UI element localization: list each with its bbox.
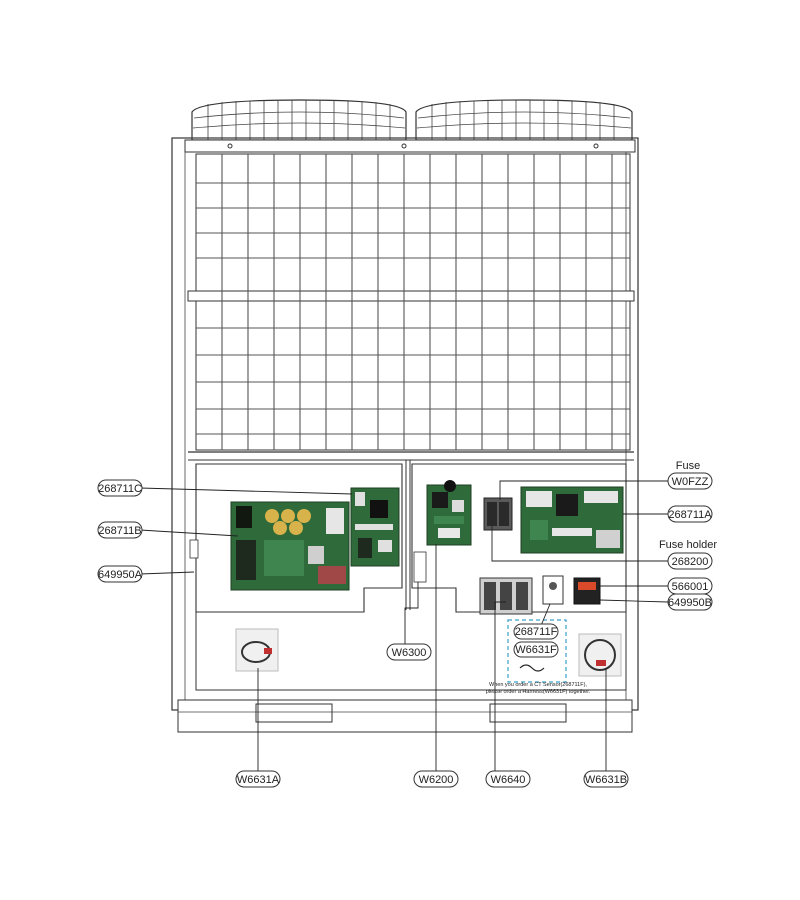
callout-268711C: 268711C	[97, 479, 143, 497]
svg-text:268711A: 268711A	[668, 509, 712, 521]
svg-text:W6300: W6300	[392, 647, 427, 659]
svg-text:268711B: 268711B	[98, 525, 141, 537]
fuse	[483, 497, 513, 531]
fan-guard-left	[191, 99, 407, 141]
ct-note-line1: When you order a CT Sensor(268711F),	[489, 682, 587, 688]
harness-a	[235, 628, 279, 672]
main-pcb	[350, 487, 400, 567]
svg-text:268711F: 268711F	[515, 626, 558, 638]
callout-W6200: W6200	[413, 770, 459, 788]
callout-W6640: W6640	[485, 770, 531, 788]
magnetic-switch	[573, 577, 601, 605]
callout-566001: 566001	[667, 577, 713, 595]
svg-text:649950A: 649950A	[98, 569, 143, 581]
svg-text:268200: 268200	[672, 556, 709, 568]
svg-text:W6631F: W6631F	[515, 644, 557, 656]
ct-note-line2: please order a Harness(W6631F) together.	[486, 689, 591, 695]
svg-text:566001: 566001	[672, 581, 709, 593]
svg-text:W0FZZ: W0FZZ	[672, 476, 709, 488]
cabinet-frame	[171, 137, 639, 733]
callout-W6631A: W6631A	[235, 770, 281, 788]
leader-lines	[139, 480, 676, 780]
ct-sensor	[542, 575, 564, 605]
fan-guard-right	[415, 99, 633, 141]
callout-268200: 268200	[667, 552, 713, 570]
svg-text:W6200: W6200	[419, 774, 454, 786]
svg-text:268711C: 268711C	[98, 483, 142, 495]
fuse-title: Fuse	[676, 460, 700, 472]
callout-268711F: 268711F	[513, 623, 559, 640]
callout-W6300: W6300	[386, 643, 432, 661]
sub-pcb	[426, 480, 472, 546]
callout-W0FZZ: W0FZZ	[667, 472, 713, 490]
fuse-holder-title: Fuse holder	[659, 539, 717, 551]
callout-W6631F: W6631F	[513, 641, 559, 658]
callout-W6631B: W6631B	[583, 770, 629, 788]
svg-text:W6631B: W6631B	[585, 774, 627, 786]
callout-649950B: 649950B	[667, 593, 713, 611]
outdoor-pcb	[520, 486, 624, 554]
inverter-pcb	[230, 501, 350, 591]
svg-text:W6631A: W6631A	[237, 774, 280, 786]
coil-grille	[187, 153, 635, 461]
callout-268711A: 268711A	[667, 505, 713, 523]
ct-harness-group	[507, 619, 567, 683]
svg-text:W6640: W6640	[491, 774, 526, 786]
noise-filter	[479, 577, 533, 615]
svg-text:649950B: 649950B	[668, 597, 712, 609]
callout-268711B: 268711B	[97, 521, 143, 539]
callout-649950A: 649950A	[97, 565, 143, 583]
harness-b	[578, 633, 622, 677]
